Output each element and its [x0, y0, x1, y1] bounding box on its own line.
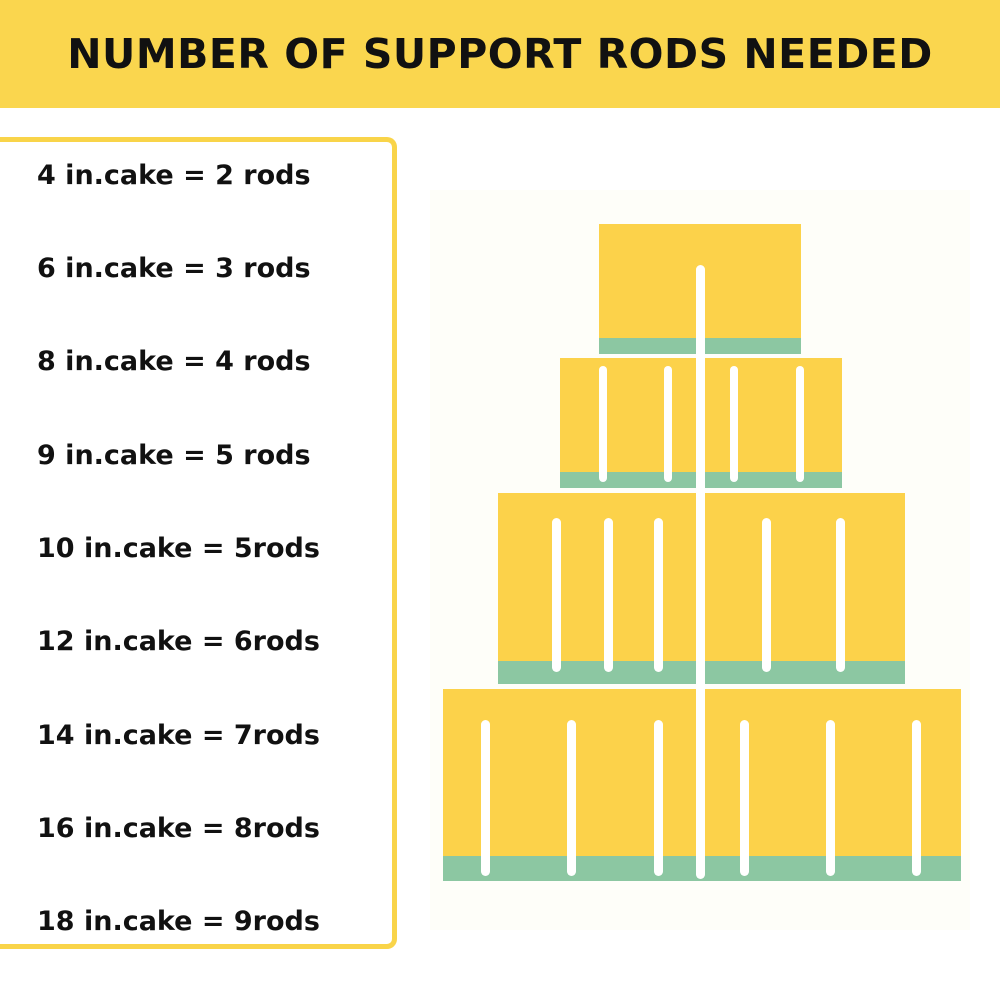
rod-table-row: 10 in.cake = 5rods: [37, 533, 320, 564]
title-banner: NUMBER OF SUPPORT RODS NEEDED: [0, 0, 1000, 108]
rod-table-row: 8 in.cake = 4 rods: [37, 346, 311, 377]
support-rod: [826, 720, 835, 876]
rod-table-row: 6 in.cake = 3 rods: [37, 253, 311, 284]
support-rod: [796, 366, 804, 482]
support-rod: [567, 720, 576, 876]
rod-table-row: 18 in.cake = 9rods: [37, 906, 320, 937]
rod-table-row: 12 in.cake = 6rods: [37, 626, 320, 657]
central-dowel: [696, 265, 705, 879]
page-title: NUMBER OF SUPPORT RODS NEEDED: [67, 30, 933, 78]
support-rod: [604, 518, 613, 672]
support-rod: [740, 720, 749, 876]
support-rod: [481, 720, 490, 876]
support-rod: [836, 518, 845, 672]
support-rod: [599, 366, 607, 482]
support-rod: [654, 720, 663, 876]
support-rod: [552, 518, 561, 672]
rod-table-row: 16 in.cake = 8rods: [37, 813, 320, 844]
support-rod: [654, 518, 663, 672]
rod-table-frame: [0, 137, 397, 949]
rod-table-row: 4 in.cake = 2 rods: [37, 160, 311, 191]
rod-table-row: 14 in.cake = 7rods: [37, 720, 320, 751]
support-rod: [730, 366, 738, 482]
support-rod: [762, 518, 771, 672]
support-rod: [664, 366, 672, 482]
support-rod: [912, 720, 921, 876]
rod-table-row: 9 in.cake = 5 rods: [37, 440, 311, 471]
